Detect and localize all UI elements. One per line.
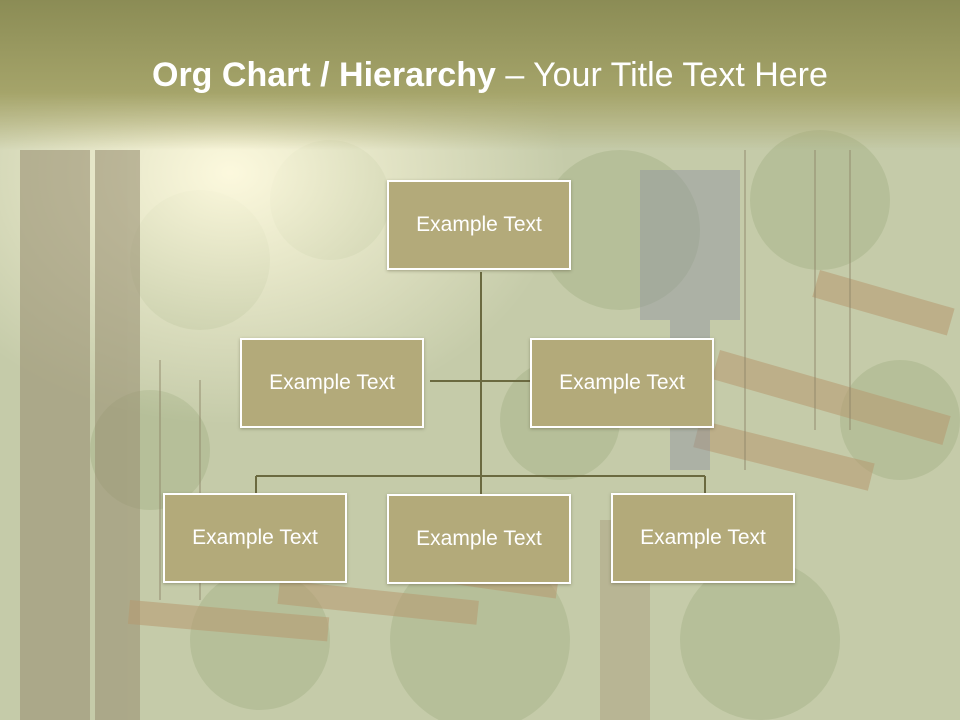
org-assistant-label: Example Text — [559, 371, 685, 394]
org-root-label: Example Text — [416, 213, 542, 236]
org-assistant-node-right[interactable]: Example Text — [530, 338, 714, 428]
title-separator: – — [495, 56, 534, 94]
org-assistant-label: Example Text — [269, 371, 395, 394]
org-child-label: Example Text — [416, 527, 542, 550]
org-child-node-center[interactable]: Example Text — [387, 494, 571, 584]
org-child-label: Example Text — [192, 526, 318, 549]
title-bar — [0, 0, 960, 150]
page-title: Org Chart / Hierarchy – Your Title Text … — [152, 52, 828, 98]
org-assistant-node-left[interactable]: Example Text — [240, 338, 424, 428]
org-child-node-left[interactable]: Example Text — [163, 493, 347, 583]
org-root-node[interactable]: Example Text — [387, 180, 571, 270]
org-child-label: Example Text — [640, 526, 766, 549]
org-child-node-right[interactable]: Example Text — [611, 493, 795, 583]
title-subtitle: Your Title Text Here — [533, 56, 828, 94]
title-bold: Org Chart / Hierarchy — [152, 56, 496, 94]
